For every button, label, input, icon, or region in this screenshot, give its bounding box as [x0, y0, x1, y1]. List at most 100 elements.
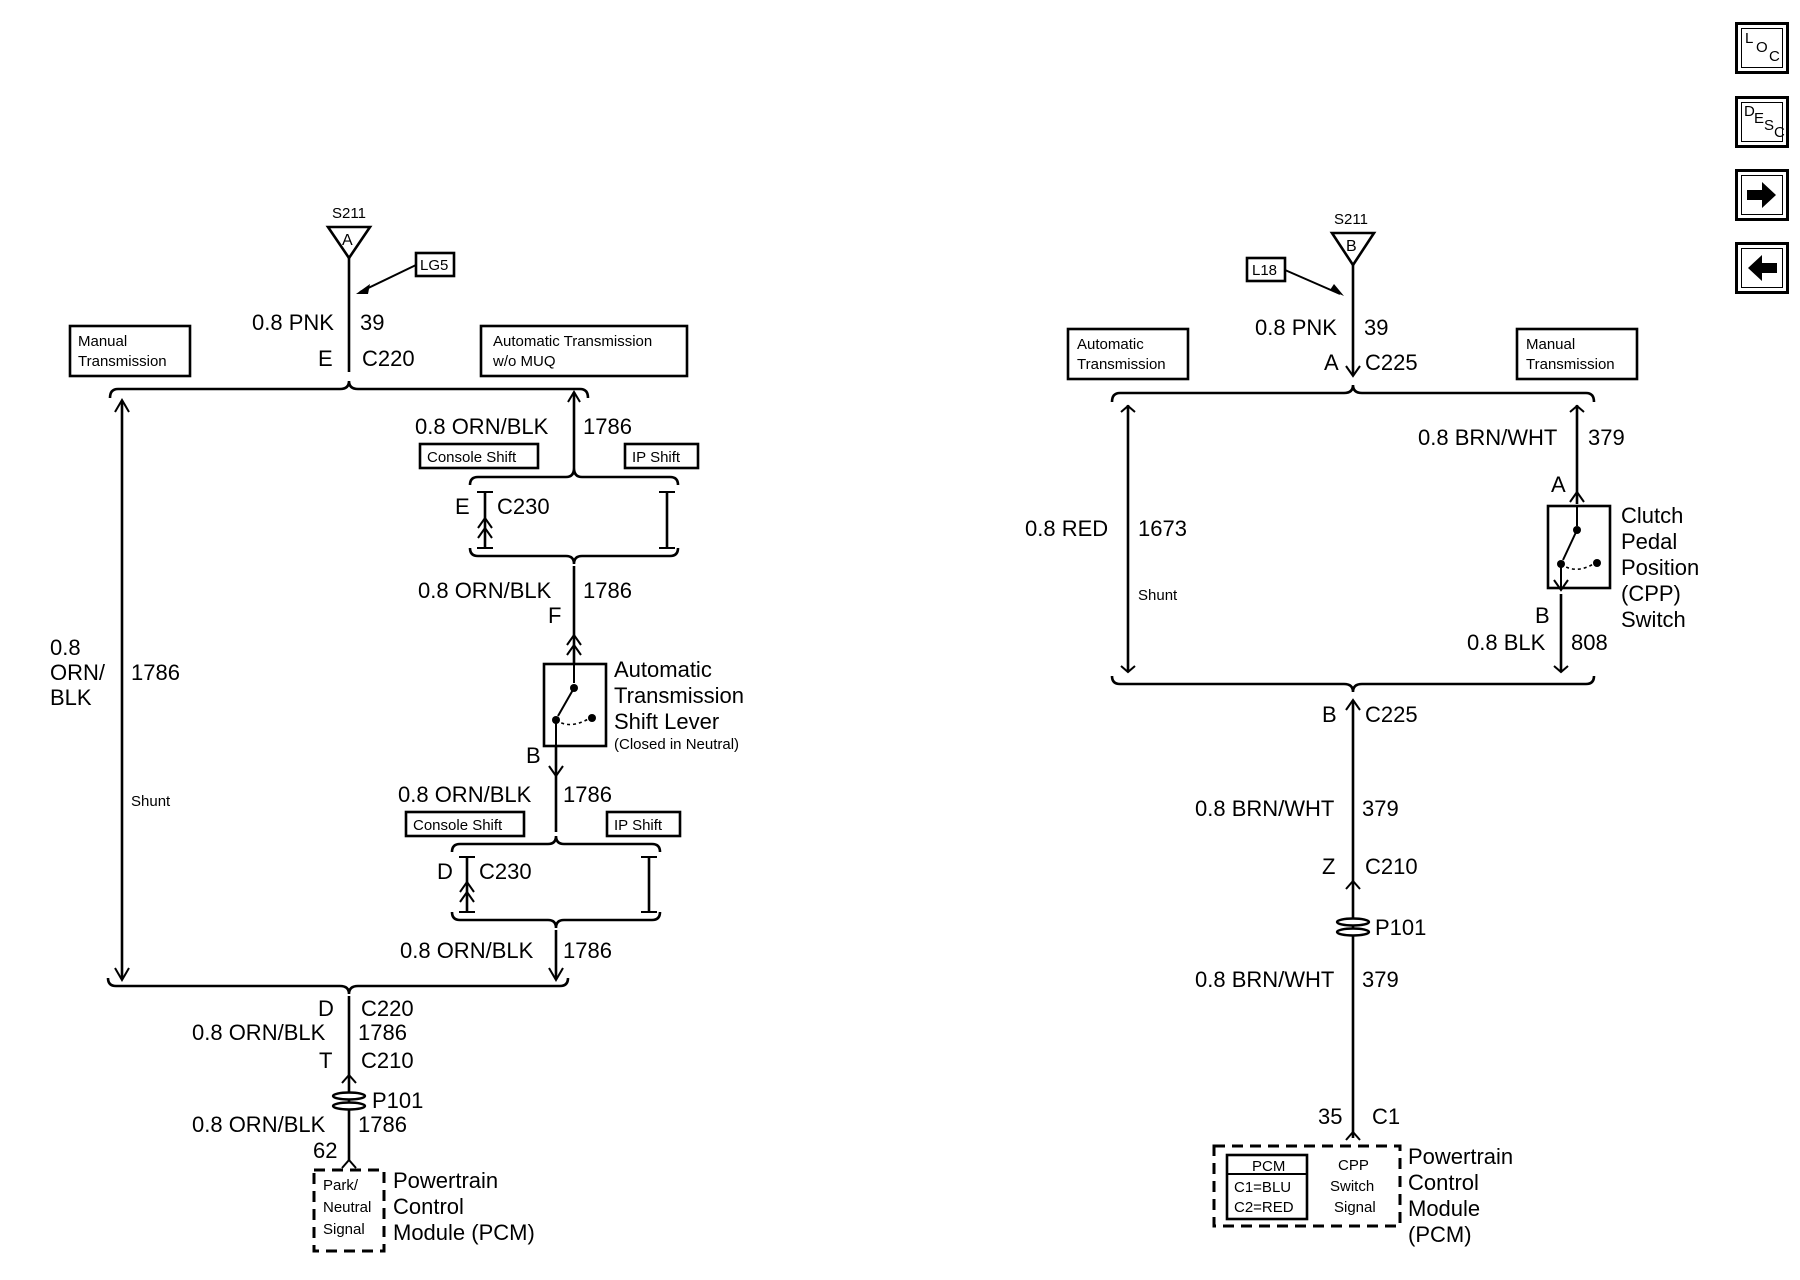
left-c220-bottom-conn: C220	[361, 996, 414, 1021]
right-switch-contact-3	[1593, 559, 1601, 567]
left-arrow-icon	[1748, 255, 1777, 281]
right-w1-circuit: 379	[1588, 425, 1625, 450]
left-auto-wire-4-arrow	[548, 967, 564, 982]
left-console-shift-2: Console Shift	[413, 817, 503, 834]
right-c210-chev	[1345, 879, 1361, 890]
left-shunt-arrow-bottom	[114, 967, 130, 982]
left-w6-size: 0.8 ORN/BLK	[192, 1112, 326, 1137]
left-w6-circuit: 1786	[358, 1112, 407, 1137]
previous-page-button[interactable]	[1735, 242, 1789, 294]
right-splice-letter: B	[1346, 238, 1357, 255]
left-c230-d-chev1	[459, 880, 475, 893]
left-switch-f-chev1	[566, 633, 582, 646]
right-auto-tx-l2: Transmission	[1077, 356, 1166, 373]
left-c220-bottom-pin: D	[318, 996, 334, 1021]
right-switch-blade	[1562, 529, 1578, 561]
left-option-label: LG5	[420, 257, 448, 274]
right-manual-wire-1-cap	[1569, 404, 1585, 413]
left-shunt-size-l3: BLK	[50, 685, 92, 710]
right-pcm-signal-l2: Switch	[1330, 1178, 1374, 1195]
left-auto-wire-1-arrow	[567, 390, 581, 403]
left-ip-shift-1: IP Shift	[632, 449, 681, 466]
right-pcm-name-l2: Control	[1408, 1170, 1479, 1195]
left-c230-top-bracket	[468, 467, 680, 486]
right-pcm-pin: 35	[1318, 1104, 1342, 1129]
left-pcm-module	[312, 1168, 386, 1253]
left-p101-ring-2	[331, 1101, 367, 1111]
left-ip-shift-2: IP Shift	[614, 817, 663, 834]
left-manual-tx-l2: Transmission	[78, 353, 167, 370]
next-page-button[interactable]	[1735, 169, 1789, 221]
left-splice-triangle	[325, 225, 373, 261]
left-c210-pin: T	[319, 1048, 332, 1073]
left-manual-tx-box	[68, 324, 192, 378]
right-option-box	[1245, 256, 1287, 283]
left-top-bracket	[108, 380, 590, 399]
right-pcm-conn: C1	[1372, 1104, 1400, 1129]
left-w5-size: 0.8 ORN/BLK	[192, 1020, 326, 1045]
left-c230-bottom-bracket	[468, 547, 680, 565]
right-pcm-name-l1: Powertrain	[1408, 1144, 1513, 1169]
left-c230-top-pin: E	[455, 494, 470, 519]
left-switch-b-chev	[548, 765, 564, 778]
right-splice-label: S211	[1334, 211, 1368, 228]
right-w2-circuit: 808	[1571, 630, 1608, 655]
left-console-shift-1-box	[418, 442, 540, 470]
left-w3-circuit: 1786	[563, 782, 612, 807]
left-switch-name-l3: Shift Lever	[614, 709, 719, 734]
left-c230-bottom-pin: D	[437, 859, 453, 884]
right-w3-size: 0.8 BRN/WHT	[1195, 796, 1334, 821]
loc-button[interactable]: L O C	[1735, 22, 1789, 74]
right-c210-conn: C210	[1365, 854, 1418, 879]
right-shunt-circuit: 1673	[1138, 516, 1187, 541]
right-w4-circuit: 379	[1362, 967, 1399, 992]
left-switch-pin-bottom: B	[526, 743, 541, 768]
right-manual-tx-box	[1515, 327, 1639, 381]
left-circuit: S211 A LG5 0.8 PNK 39 E C220 Manual Tran…	[50, 205, 744, 1253]
left-shunt-note: Shunt	[131, 793, 171, 810]
left-switch-contact-3	[588, 714, 596, 722]
left-c220-top-conn: C220	[362, 346, 415, 371]
left-top-wire-size: 0.8 PNK	[252, 310, 334, 335]
left-shunt-circuit: 1786	[131, 660, 180, 685]
right-top-wire-size: 0.8 PNK	[1255, 315, 1337, 340]
left-p101-label: P101	[372, 1088, 423, 1113]
right-auto-tx-box	[1066, 327, 1190, 381]
right-pcm-module	[1212, 1144, 1402, 1228]
right-p101-ring-2	[1335, 927, 1371, 937]
left-w2-circuit: 1786	[583, 578, 632, 603]
left-p101-ring-1	[331, 1091, 367, 1101]
right-option-label: L18	[1252, 262, 1277, 279]
desc-letter-2: E	[1754, 110, 1765, 127]
right-auto-tx-l1: Automatic	[1077, 336, 1144, 353]
left-c230-top-conn: C230	[497, 494, 550, 519]
desc-button[interactable]: D E S C	[1735, 96, 1789, 148]
left-option-arrowhead	[356, 284, 370, 294]
right-shunt-cap-bottom	[1120, 665, 1136, 674]
right-c225-bottom-chev	[1345, 698, 1361, 711]
right-manual-tx-l2: Transmission	[1526, 356, 1615, 373]
right-switch-name-l4: (CPP)	[1621, 581, 1681, 606]
loc-letter-1: L	[1745, 30, 1754, 47]
left-pcm-pin: 62	[313, 1138, 337, 1163]
right-shunt-cap-top	[1120, 404, 1136, 413]
right-pcm-box-l3: C2=RED	[1234, 1199, 1294, 1216]
right-pcm-chev	[1345, 1130, 1361, 1141]
right-c225-bottom-conn: C225	[1365, 702, 1418, 727]
right-cpp-switch	[1546, 504, 1612, 590]
right-cpp-a-chev	[1569, 490, 1585, 503]
right-switch-name-l2: Pedal	[1621, 529, 1677, 554]
desc-letter-1: D	[1744, 103, 1755, 120]
left-top-wire-circuit: 39	[360, 310, 384, 335]
left-splice-letter: A	[342, 232, 353, 249]
right-pcm-name-l4: (PCM)	[1408, 1222, 1472, 1247]
right-switch-name-l1: Clutch	[1621, 503, 1683, 528]
left-switch-blade	[557, 687, 575, 717]
left-c210-chev	[341, 1073, 357, 1084]
left-auto-tx-l2: w/o MUQ	[492, 353, 556, 370]
right-arrow-icon	[1747, 182, 1776, 208]
left-w2-size: 0.8 ORN/BLK	[418, 578, 552, 603]
left-ip-shift-2-box	[605, 810, 682, 838]
left-w4-size: 0.8 ORN/BLK	[400, 938, 534, 963]
